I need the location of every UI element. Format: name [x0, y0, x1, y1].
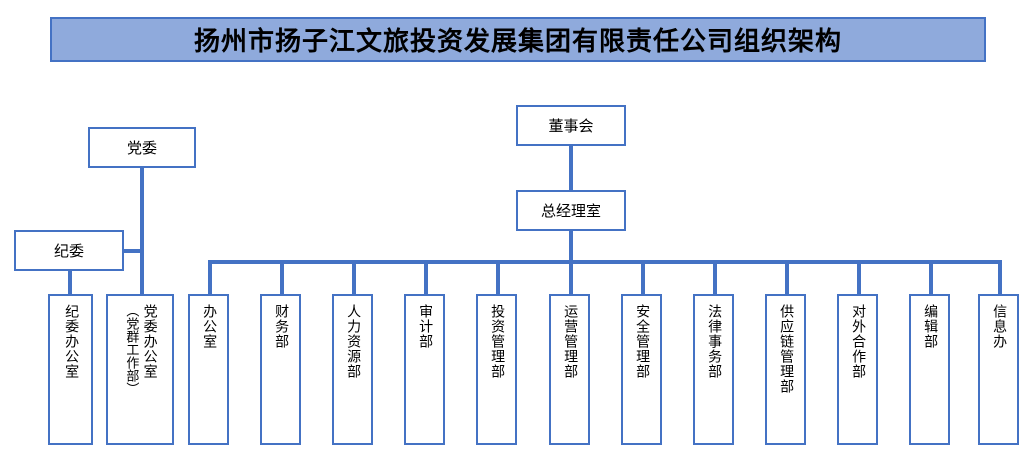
connector-bus-drop-8 [713, 260, 717, 294]
department-label-9: 安全管理部 [634, 304, 651, 379]
connector-bus-drop-11 [929, 260, 933, 294]
connector-party-spine [140, 166, 144, 294]
department-label-7: 投资管理部 [489, 304, 506, 379]
department-label-12: 对外合作部 [850, 304, 867, 379]
connector-bus-drop-3 [352, 260, 356, 294]
connector-bus-drop-1 [208, 260, 212, 294]
connector-discipline-to-office [68, 269, 72, 294]
department-label-5: 人力资源部 [345, 304, 362, 379]
connector-bus-drop-6 [569, 260, 573, 294]
node-discipline-committee[interactable]: 纪委 [14, 230, 124, 271]
department-box-7[interactable]: 投资管理部 [476, 294, 517, 445]
node-board-label: 董事会 [548, 117, 594, 135]
department-label-13: 编辑部 [922, 304, 939, 349]
connector-party-to-discipline [122, 249, 142, 253]
page-title: 扬州市扬子江文旅投资发展集团有限责任公司组织架构 [50, 17, 986, 62]
department-label-6: 审计部 [417, 304, 434, 349]
department-label-14: 信息办 [991, 304, 1008, 349]
department-label-1: 纪委办公室 [63, 304, 80, 379]
node-party-committee[interactable]: 党委 [88, 127, 196, 168]
connector-bus-drop-2 [280, 260, 284, 294]
department-box-14[interactable]: 信息办 [978, 294, 1019, 445]
department-label-11: 供应链管理部 [778, 304, 795, 394]
connector-bus-drop-4 [424, 260, 428, 294]
department-box-11[interactable]: 供应链管理部 [765, 294, 806, 445]
node-discipline-committee-label: 纪委 [53, 242, 84, 260]
department-box-9[interactable]: 安全管理部 [621, 294, 662, 445]
department-bus [208, 260, 1002, 264]
page-title-text: 扬州市扬子江文旅投资发展集团有限责任公司组织架构 [193, 27, 842, 57]
department-box-1[interactable]: 纪委办公室 [48, 294, 93, 445]
department-box-13[interactable]: 编辑部 [909, 294, 950, 445]
department-box-4[interactable]: 财务部 [260, 294, 301, 445]
department-box-6[interactable]: 审计部 [404, 294, 445, 445]
department-box-2[interactable]: 党委办公室 （党群工作部） [106, 294, 174, 445]
department-sublabel-2: （党群工作部） [123, 304, 139, 395]
department-box-8[interactable]: 运营管理部 [549, 294, 590, 445]
connector-bus-drop-12 [998, 260, 1002, 294]
department-label-3: 办公室 [201, 304, 218, 349]
department-label-4: 财务部 [273, 304, 290, 349]
department-label-2: 党委办公室 [141, 304, 158, 379]
node-party-committee-label: 党委 [126, 139, 157, 157]
node-general-manager[interactable]: 总经理室 [516, 190, 626, 231]
department-box-12[interactable]: 对外合作部 [837, 294, 878, 445]
connector-board-to-gm [569, 144, 573, 192]
connector-bus-drop-9 [785, 260, 789, 294]
department-box-3[interactable]: 办公室 [188, 294, 229, 445]
connector-bus-drop-7 [641, 260, 645, 294]
department-box-5[interactable]: 人力资源部 [332, 294, 373, 445]
connector-bus-drop-10 [857, 260, 861, 294]
department-label-10: 法律事务部 [706, 304, 723, 379]
node-general-manager-label: 总经理室 [540, 202, 601, 220]
department-label-8: 运营管理部 [562, 304, 579, 379]
department-box-10[interactable]: 法律事务部 [693, 294, 734, 445]
connector-bus-drop-5 [496, 260, 500, 294]
node-board[interactable]: 董事会 [516, 105, 626, 146]
